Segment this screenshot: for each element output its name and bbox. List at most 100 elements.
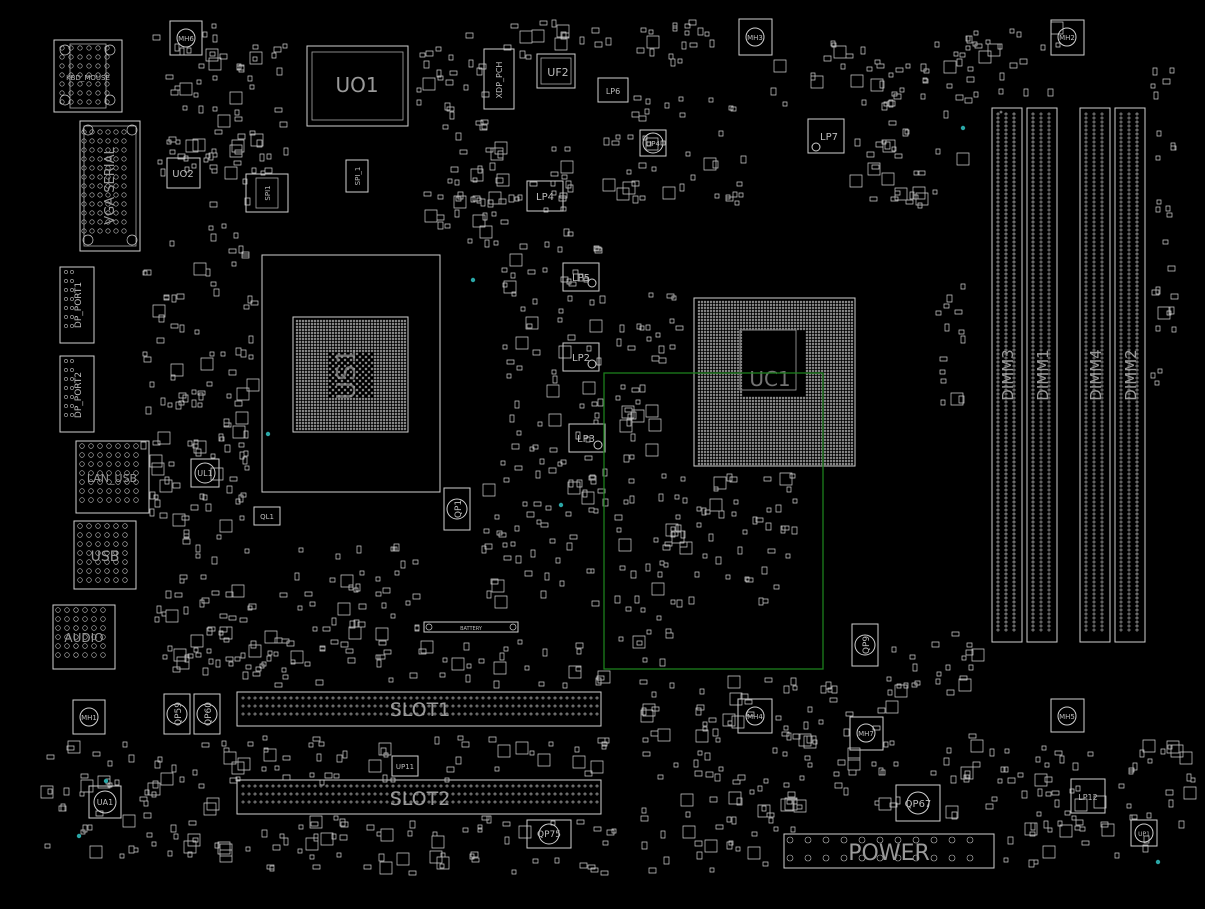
via xyxy=(103,778,109,784)
qp75-label: QP75 xyxy=(537,830,561,840)
lan-usb-connector[interactable]: LAN_USB xyxy=(75,440,150,514)
us1-chipset[interactable]: US1 xyxy=(261,254,441,493)
mh7-mount-hole[interactable]: MH7 xyxy=(849,716,884,751)
dimm4-slot[interactable]: DIMM4 xyxy=(1079,107,1111,643)
vga-serial-label: VGA SERIAL xyxy=(103,147,118,225)
via xyxy=(76,833,82,839)
up1-label: UP1 xyxy=(1138,831,1150,838)
pin-grid xyxy=(81,129,127,234)
pin-grid xyxy=(59,45,110,105)
qp1-mosfet[interactable]: QP1 xyxy=(443,487,471,531)
uo1-chip[interactable]: UO1 xyxy=(306,45,409,127)
dimm3-slot[interactable]: DIMM3 xyxy=(991,107,1023,643)
pin-grid xyxy=(55,607,106,658)
mh4-mount-hole[interactable]: MH4 xyxy=(737,698,773,734)
uo2-label: UO2 xyxy=(172,169,194,180)
audio-label: AUDIO xyxy=(64,631,103,645)
lp4-label: LP4 xyxy=(536,192,554,203)
pin-grid xyxy=(64,270,74,328)
dp-port1-connector[interactable]: DP_PORT1 xyxy=(59,266,95,344)
ua1-chip[interactable]: UA1 xyxy=(88,785,122,819)
mh3-mount-hole[interactable]: MH3 xyxy=(738,18,773,56)
lp12-inductor[interactable]: LP12 xyxy=(1070,778,1106,814)
cpu-socket-label: UC1 xyxy=(749,367,790,391)
via xyxy=(1155,859,1161,865)
qp9-mosfet[interactable]: QP9 xyxy=(851,623,879,667)
mh7-label: MH7 xyxy=(858,730,874,738)
selection-box xyxy=(603,372,824,670)
via xyxy=(265,431,271,437)
ql1-component[interactable]: QL1 xyxy=(253,506,281,526)
kbd-mouse-connector[interactable]: KBD_MOUSE xyxy=(53,39,123,113)
dimm2-label: DIMM2 xyxy=(1122,349,1140,400)
pin-grid xyxy=(786,836,974,862)
slot1-pcie[interactable]: SLOT1 xyxy=(236,691,602,727)
pin-grid xyxy=(996,112,1016,632)
up11-label: UP11 xyxy=(396,763,414,771)
up1-chip[interactable]: UP1 xyxy=(1130,819,1158,847)
usb-connector[interactable]: USB xyxy=(73,520,137,590)
qp1-label: QP1 xyxy=(454,500,464,518)
ul1-chip[interactable]: UL1 xyxy=(190,458,220,488)
slot1-label: SLOT1 xyxy=(390,699,451,721)
pin-grid xyxy=(241,696,599,716)
xdp-pch-label: XDP_PCH xyxy=(495,62,504,99)
lp12-label: LP12 xyxy=(1078,793,1097,802)
dimm1-slot[interactable]: DIMM1 xyxy=(1026,107,1058,643)
battery-label: BATTERY xyxy=(460,626,483,632)
qp67-mosfet[interactable]: QP67 xyxy=(895,784,941,822)
xdp-pch-connector[interactable]: XDP_PCH xyxy=(483,48,515,110)
dimm1-label: DIMM1 xyxy=(1034,349,1052,400)
spi1-label: SPI1 xyxy=(264,185,272,200)
dimm2-slot[interactable]: DIMM2 xyxy=(1114,107,1146,643)
lp4-inductor[interactable]: LP4 xyxy=(526,180,564,212)
qp75-mosfet[interactable]: QP75 xyxy=(526,819,572,849)
pin-grid xyxy=(295,319,407,431)
lp5-inductor[interactable]: LP5 xyxy=(562,262,600,292)
lan-usb-label: LAN_USB xyxy=(87,472,137,485)
spi1-chip[interactable]: SPI1 xyxy=(245,173,289,213)
power-connector[interactable]: POWER xyxy=(783,833,995,869)
qp59-mosfet[interactable]: QP59 xyxy=(163,693,191,735)
via xyxy=(470,277,476,283)
lp2-inductor[interactable]: LP2 xyxy=(562,342,600,372)
pin-grid xyxy=(697,300,854,466)
mh5-mount-hole[interactable]: MH5 xyxy=(1050,698,1085,733)
lp2-label: LP2 xyxy=(572,353,590,364)
dp-port2-connector[interactable]: DP_PORT2 xyxy=(59,355,95,433)
power-label: POWER xyxy=(848,841,930,866)
battery-holder[interactable]: BATTERY xyxy=(423,621,519,633)
cpu-socket[interactable]: UC1 xyxy=(693,297,856,467)
slot2-pcie[interactable]: SLOT2 xyxy=(236,779,602,815)
lp7-inductor[interactable]: LP7 xyxy=(807,118,845,154)
uf2-chip[interactable]: UF2 xyxy=(536,53,576,89)
mh2-mount-hole[interactable]: MH2 xyxy=(1050,19,1085,56)
via xyxy=(558,502,564,508)
spi-1-header[interactable]: SPI_1 xyxy=(345,159,369,193)
dp-port2-label: DP_PORT2 xyxy=(74,372,84,418)
ql1-label: QL1 xyxy=(260,513,274,521)
lp6-inductor[interactable]: LP6 xyxy=(597,77,629,103)
mh6-mount-hole[interactable]: MH6 xyxy=(169,20,203,56)
passive-footprints xyxy=(40,19,1197,876)
uo2-chip[interactable]: UO2 xyxy=(166,157,201,189)
pin-grid xyxy=(79,443,139,503)
qp60-mosfet[interactable]: QP60 xyxy=(193,693,221,735)
pin-grid xyxy=(64,359,74,417)
audio-connector[interactable]: AUDIO xyxy=(52,604,116,670)
mh1-mount-hole[interactable]: MH1 xyxy=(72,699,106,735)
qp60-label: QP60 xyxy=(204,702,214,726)
pin-grid xyxy=(241,784,599,804)
kbd-mouse-label: KBD_MOUSE xyxy=(66,74,110,82)
up4-chip[interactable]: UP4 xyxy=(639,129,667,157)
pin-grid xyxy=(1084,112,1104,632)
ul1-label: UL1 xyxy=(197,469,212,478)
lp3-inductor[interactable]: LP3 xyxy=(568,423,606,453)
lp7-label: LP7 xyxy=(820,132,838,143)
us1-label: US1 xyxy=(332,348,362,400)
up11-chip[interactable]: UP11 xyxy=(391,755,419,777)
vga-serial-connector[interactable]: VGA SERIAL xyxy=(79,120,141,252)
slot2-label: SLOT2 xyxy=(390,788,451,810)
